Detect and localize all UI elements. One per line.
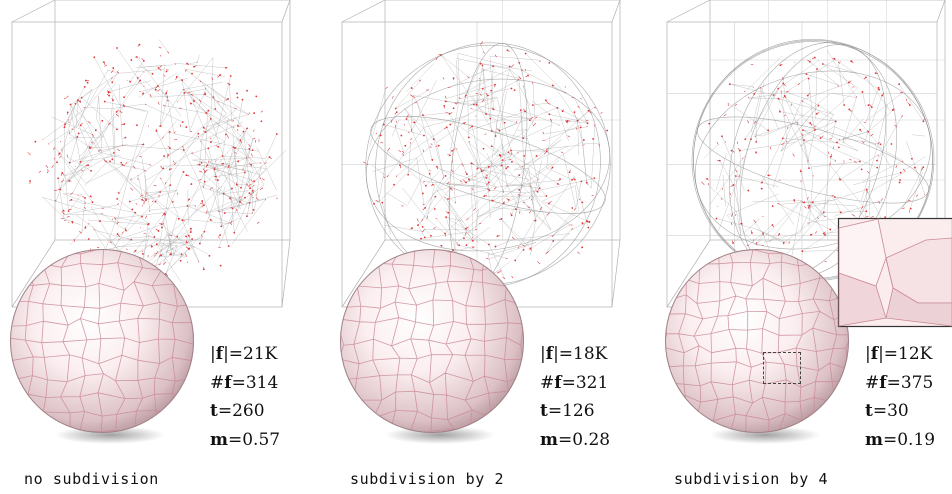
time-value: t=30 bbox=[865, 401, 909, 421]
voronoi-sphere bbox=[10, 249, 194, 444]
faces-count: |f|=12K bbox=[865, 344, 933, 364]
voronoi-sphere bbox=[665, 249, 849, 444]
faces-count: |f|=21K bbox=[210, 344, 278, 364]
stats-block: |f|=21K #f=314 t=260 m=0.57 bbox=[210, 340, 280, 454]
stats-block: |f|=18K #f=321 t=126 m=0.28 bbox=[540, 340, 610, 454]
panel-caption: subdivision by 2 bbox=[350, 470, 505, 488]
panel-caption: subdivision by 4 bbox=[674, 470, 829, 488]
metric-value: m=0.57 bbox=[210, 429, 281, 450]
time-value: t=126 bbox=[540, 401, 595, 421]
panel-caption: no subdivision bbox=[24, 470, 159, 488]
zoom-inset bbox=[837, 217, 952, 328]
faces-count: |f|=18K bbox=[540, 344, 608, 364]
panel-subdivision-2: |f|=18K #f=321 t=126 m=0.28 subdivision … bbox=[330, 0, 660, 494]
panel-no-subdivision: |f|=21K #f=314 t=260 m=0.57 no subdivisi… bbox=[0, 0, 330, 494]
metric-value: m=0.28 bbox=[540, 429, 611, 450]
optimized-faces: #f=375 bbox=[865, 372, 934, 393]
zoom-region-marker bbox=[763, 352, 801, 384]
optimized-faces: #f=314 bbox=[210, 372, 279, 393]
time-value: t=260 bbox=[210, 401, 265, 421]
wireframe-cube bbox=[341, 0, 621, 308]
panel-subdivision-4: |f|=12K #f=375 t=30 m=0.19 subdivision b… bbox=[655, 0, 952, 494]
voronoi-sphere bbox=[340, 249, 524, 444]
metric-value: m=0.19 bbox=[865, 429, 936, 450]
optimized-faces: #f=321 bbox=[540, 372, 609, 393]
stats-block: |f|=12K #f=375 t=30 m=0.19 bbox=[865, 340, 935, 454]
